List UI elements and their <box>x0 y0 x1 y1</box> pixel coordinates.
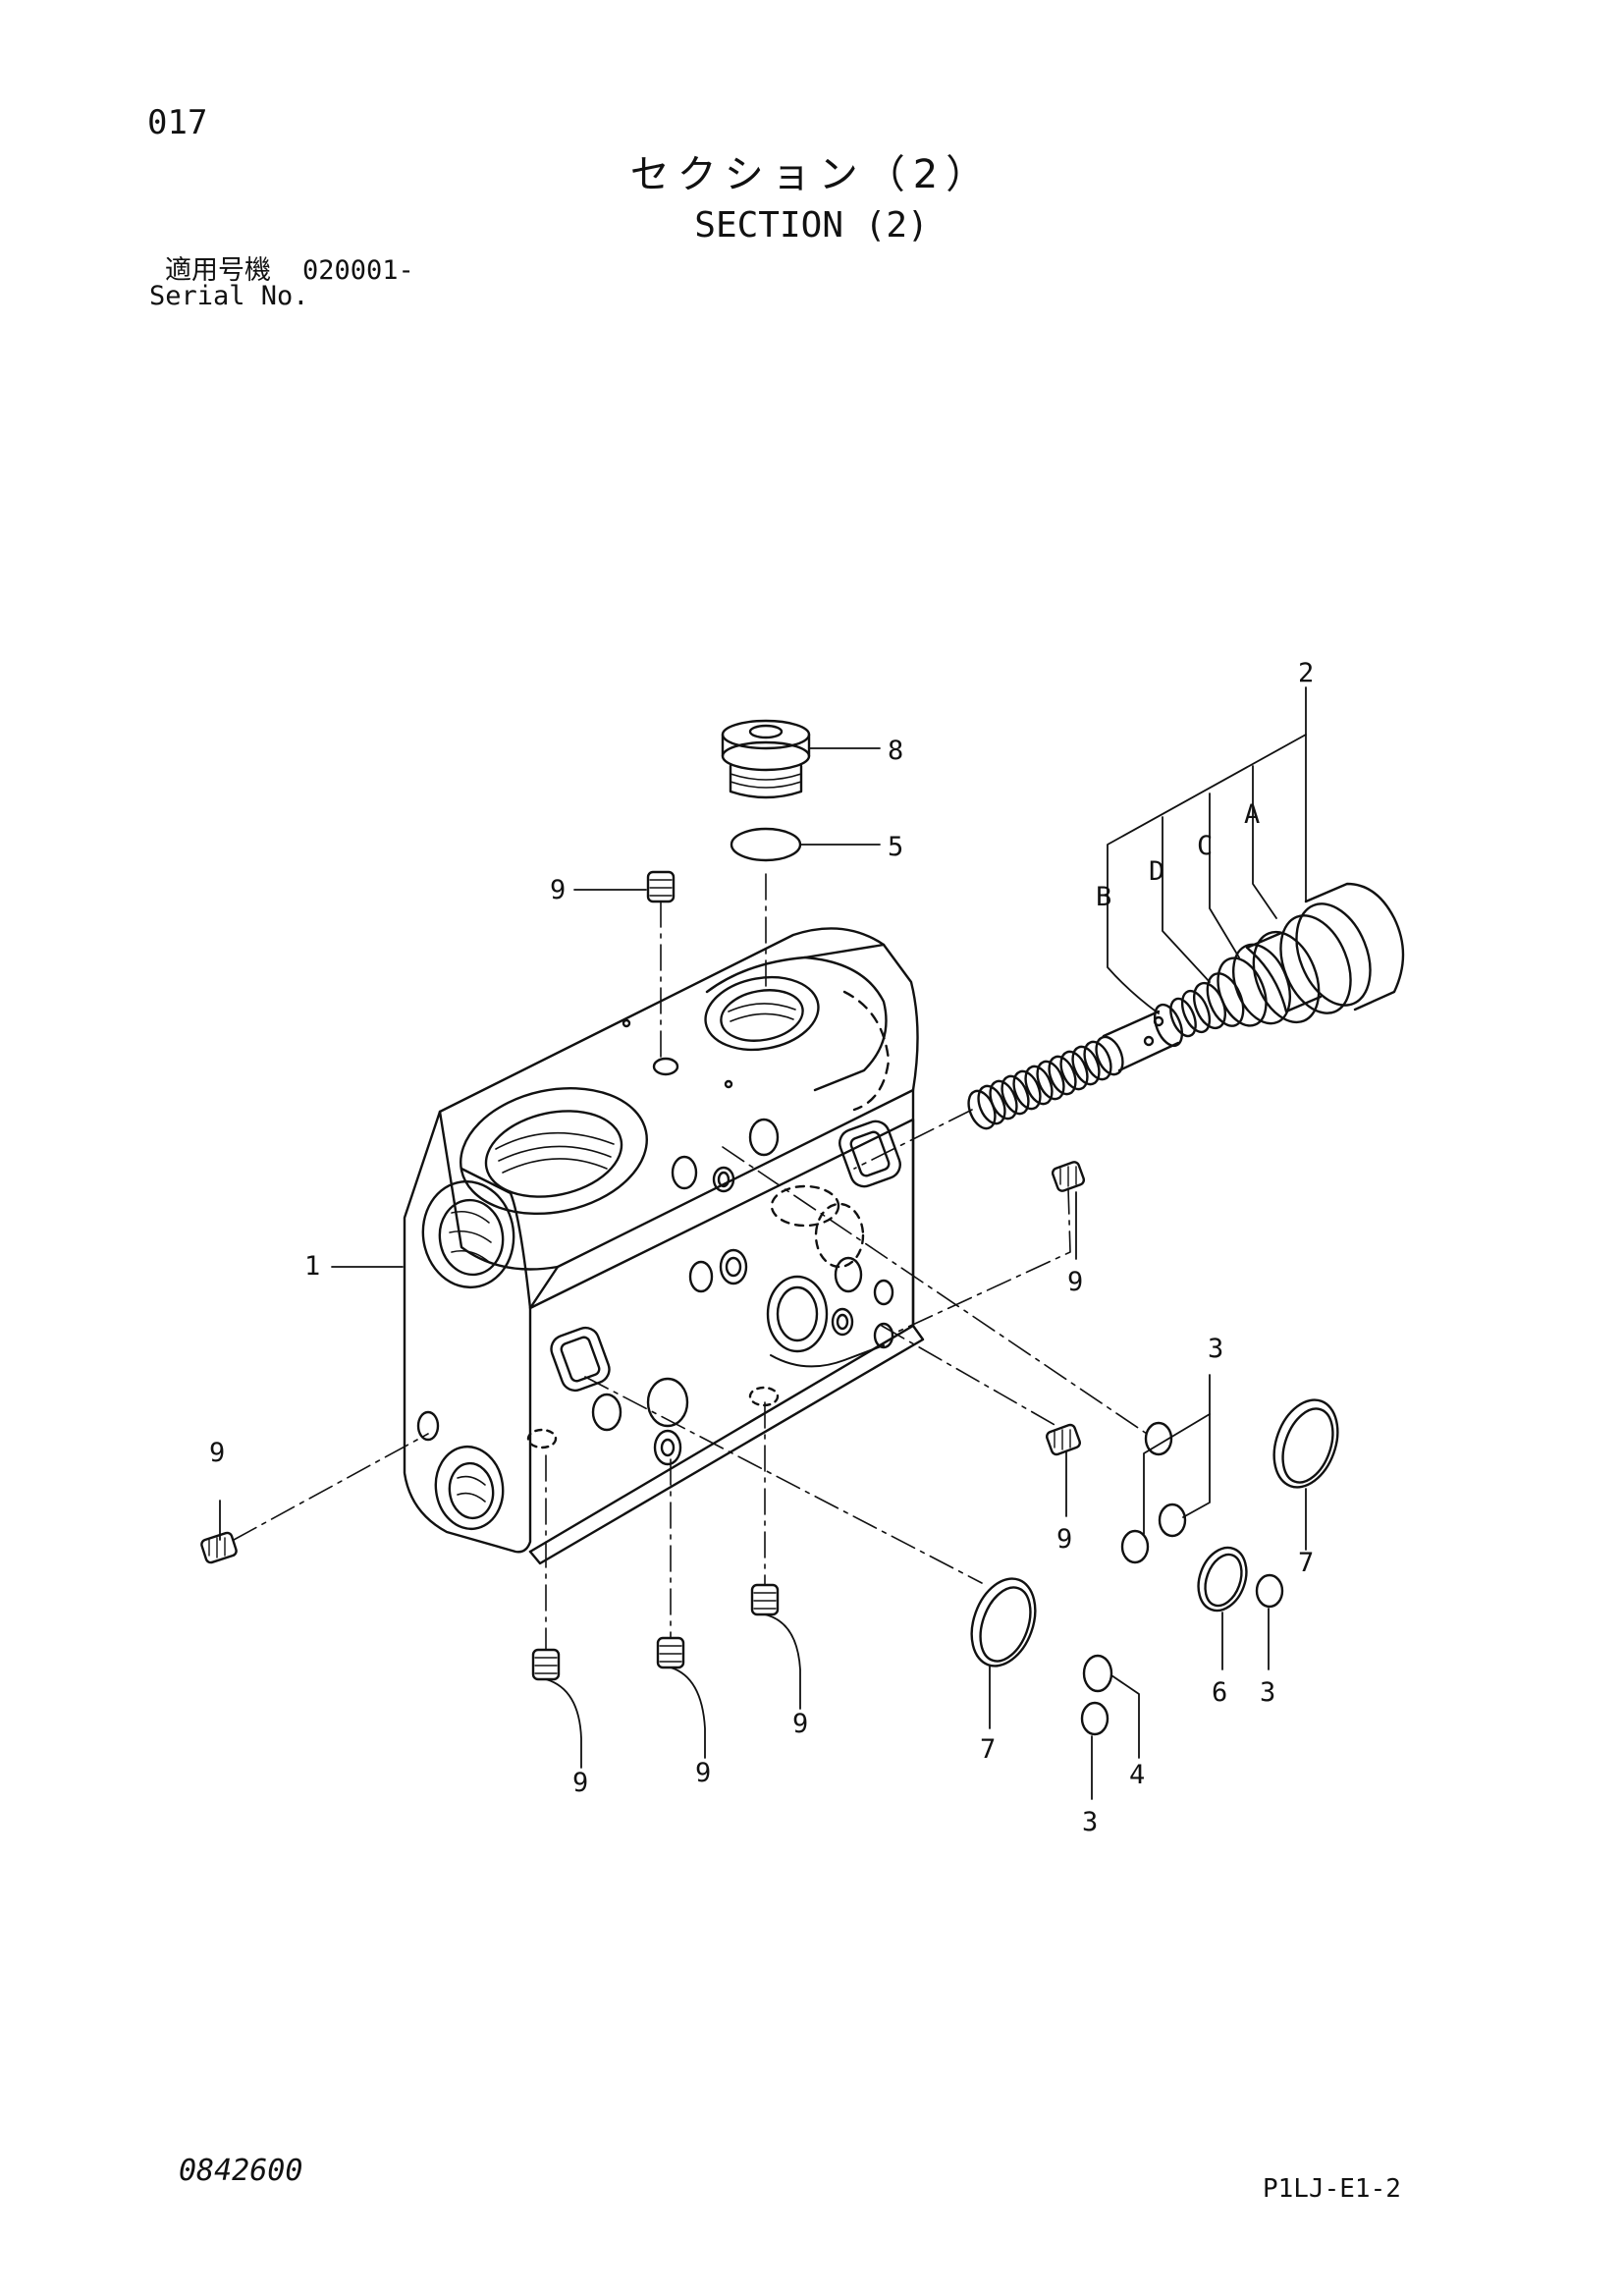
callout-3-upper: 3 <box>1208 1334 1223 1364</box>
page-code: P1LJ-E1-2 <box>1263 2174 1401 2204</box>
o-ring-7 <box>970 1577 1037 1667</box>
label-d: D <box>1149 856 1164 887</box>
valve-body <box>403 927 925 1565</box>
callout-9-top: 9 <box>550 875 566 905</box>
o-ring-5 <box>730 827 802 862</box>
plug <box>721 719 811 799</box>
o-ring-6 <box>1197 1546 1248 1613</box>
callout-9-mid: 9 <box>1056 1524 1072 1555</box>
serial-label-english: Serial No. <box>149 281 309 311</box>
callout-9-bottom-right: 9 <box>792 1709 808 1739</box>
callout-9-bottom-left: 9 <box>572 1768 588 1798</box>
o-ring-3 <box>1120 1529 1150 1564</box>
callout-2: 2 <box>1298 658 1314 688</box>
o-ring-3 <box>1255 1573 1284 1609</box>
label-b: B <box>1096 882 1111 912</box>
callout-9-right: 9 <box>1067 1267 1083 1297</box>
o-ring-3 <box>1158 1503 1187 1538</box>
screw <box>200 1531 238 1564</box>
screw <box>646 870 676 903</box>
label-a: A <box>1244 799 1260 830</box>
screw <box>1051 1161 1086 1192</box>
o-ring-3 <box>1144 1421 1173 1456</box>
centre-lines <box>233 873 1148 1651</box>
o-ring-3 <box>1080 1701 1109 1736</box>
callout-8: 8 <box>888 736 903 766</box>
title-japanese: セクション（2） <box>629 152 994 197</box>
callout-labels: 2 8 5 9 1 9 3 9 9 7 6 3 9 7 4 9 9 3 A C … <box>209 658 1314 1837</box>
title-english: SECTION (2) <box>694 205 929 246</box>
callout-3-bottom: 3 <box>1082 1807 1098 1837</box>
callout-9-left: 9 <box>209 1438 225 1468</box>
callout-4: 4 <box>1129 1760 1145 1790</box>
screw <box>1046 1423 1081 1456</box>
callout-6: 6 <box>1212 1677 1227 1708</box>
callout-9-bottom-mid: 9 <box>695 1758 711 1788</box>
page-number: 017 <box>147 103 208 142</box>
callout-3-right: 3 <box>1260 1677 1275 1708</box>
screw <box>656 1636 685 1669</box>
leader-lines <box>219 686 1307 1800</box>
o-ring-4 <box>1082 1654 1113 1693</box>
callout-5: 5 <box>888 832 903 862</box>
o-ring-7 <box>1281 1407 1334 1484</box>
o-ring-6 <box>1204 1553 1243 1608</box>
serial-label-japanese: 適用号機 <box>165 255 271 286</box>
callout-7-bottom: 7 <box>980 1734 996 1765</box>
callout-1: 1 <box>304 1251 320 1282</box>
callout-7-right: 7 <box>1298 1548 1314 1578</box>
o-ring-7 <box>979 1586 1032 1663</box>
drawing-code: 0842600 <box>179 2154 303 2188</box>
spool-assembly <box>967 882 1405 1130</box>
o-ring-7 <box>1272 1398 1339 1489</box>
screw <box>750 1583 780 1616</box>
serial-value: 020001- <box>302 255 414 286</box>
screw <box>531 1648 561 1681</box>
label-c: C <box>1197 831 1213 861</box>
